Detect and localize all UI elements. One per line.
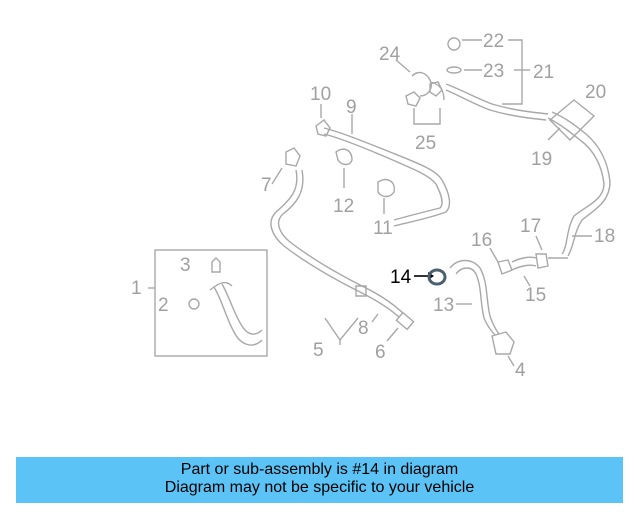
label-part-11: 11 [373,218,393,239]
label-part-4: 4 [515,360,526,381]
coolant-pipe-9 [315,104,451,227]
clamp-parts [271,148,395,214]
info-banner: Part or sub-assembly is #14 in diagram D… [16,457,623,503]
label-part-8: 8 [358,318,369,339]
label-part-5: 5 [313,340,324,361]
label-part-14: 14 [390,267,412,288]
label-part-13: 13 [433,295,454,316]
label-part-6: 6 [375,342,386,363]
label-part-2: 2 [158,295,169,316]
label-part-21: 21 [533,62,554,83]
label-part-15: 15 [525,285,546,306]
label-part-22: 22 [483,31,504,52]
label-part-18: 18 [594,226,615,247]
label-part-7: 7 [261,175,272,196]
upper-hose-assembly [395,37,611,257]
label-part-17: 17 [520,216,541,237]
lower-hose-assembly [449,235,592,367]
subassembly-box-1 [148,249,268,357]
parts-diagram: 1 2 3 4 5 6 7 8 9 10 11 12 13 14 15 16 1… [131,31,615,381]
hose-assembly-5 [270,147,415,345]
label-part-25: 25 [415,133,436,154]
label-part-20: 20 [585,82,606,103]
banner-line-2: Diagram may not be specific to your vehi… [164,479,475,496]
label-part-1: 1 [131,278,142,299]
label-part-24: 24 [379,44,401,65]
label-part-9: 9 [346,97,357,118]
part-14-o-ring[interactable] [414,268,447,286]
label-part-10: 10 [310,84,331,105]
label-part-12: 12 [333,196,354,217]
part-labels: 1 2 3 4 5 6 7 8 9 10 11 12 13 14 15 16 1… [131,31,615,381]
label-part-16: 16 [471,230,492,251]
label-part-19: 19 [531,149,552,170]
label-part-23: 23 [483,61,504,82]
label-part-3: 3 [180,255,191,276]
banner-line-1: Part or sub-assembly is #14 in diagram [180,461,459,478]
